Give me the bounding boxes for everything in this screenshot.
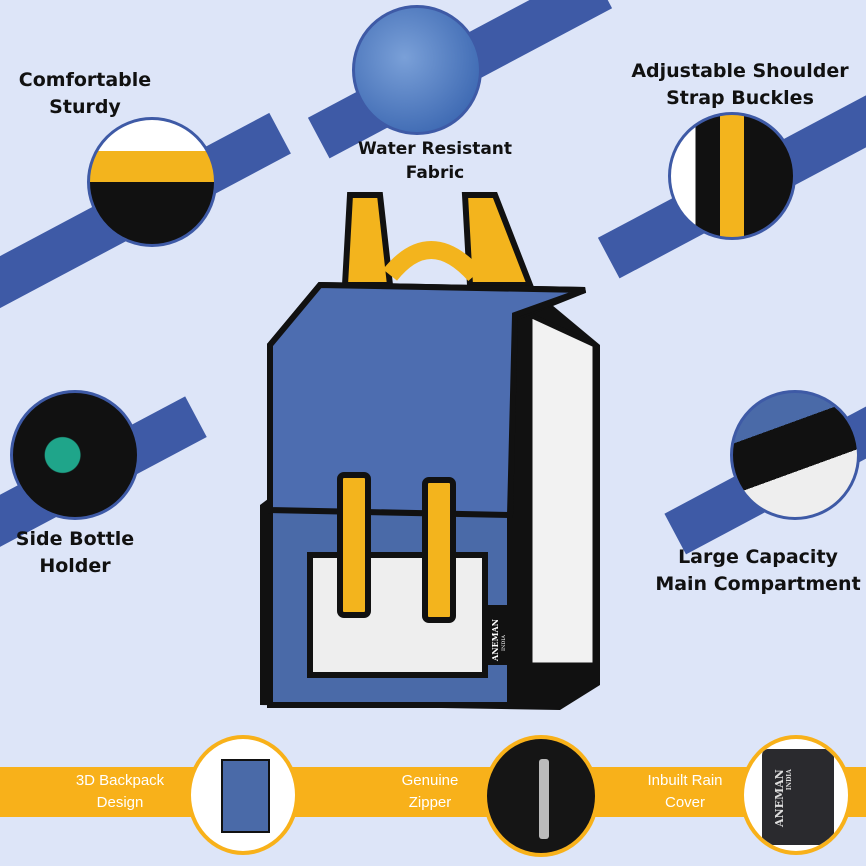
bottom-label-design: 3D Backpack Design [75, 772, 165, 811]
feature-water-resistant: Water Resistant Fabric [357, 139, 513, 183]
backpack-design-image [187, 735, 299, 855]
feature-bottle: Side Bottle Holder [15, 528, 135, 577]
feature-capacity: Large Capacity Main Compartment [655, 546, 861, 595]
rain-cover-brand-name: ANEMAN [773, 769, 786, 827]
compartment-image [730, 390, 860, 520]
backpack-image: ANEMAN INDIA [260, 192, 600, 710]
brand-sublabel: INDIA [501, 635, 507, 651]
zipper-image [483, 735, 599, 857]
bottle-holder-image [10, 390, 140, 520]
bottom-feature-bar [0, 767, 866, 817]
water-fabric-image [352, 5, 482, 135]
rain-cover-brand-sub: INDIA [786, 769, 793, 791]
handle-closeup-image [87, 117, 217, 247]
feature-buckles: Adjustable Shoulder Strap Buckles [631, 60, 849, 109]
brand-label: ANEMAN [490, 619, 500, 662]
rain-cover-brand: ANEMAN INDIA [773, 769, 793, 827]
buckle-closeup-image [668, 112, 796, 240]
rain-cover-image: ANEMAN INDIA [740, 735, 852, 855]
bottom-label-rain: Inbuilt Rain Cover [647, 772, 723, 811]
bottom-label-zipper: Genuine Zipper [401, 772, 459, 811]
feature-comfortable: Comfortable Sturdy [18, 69, 152, 118]
